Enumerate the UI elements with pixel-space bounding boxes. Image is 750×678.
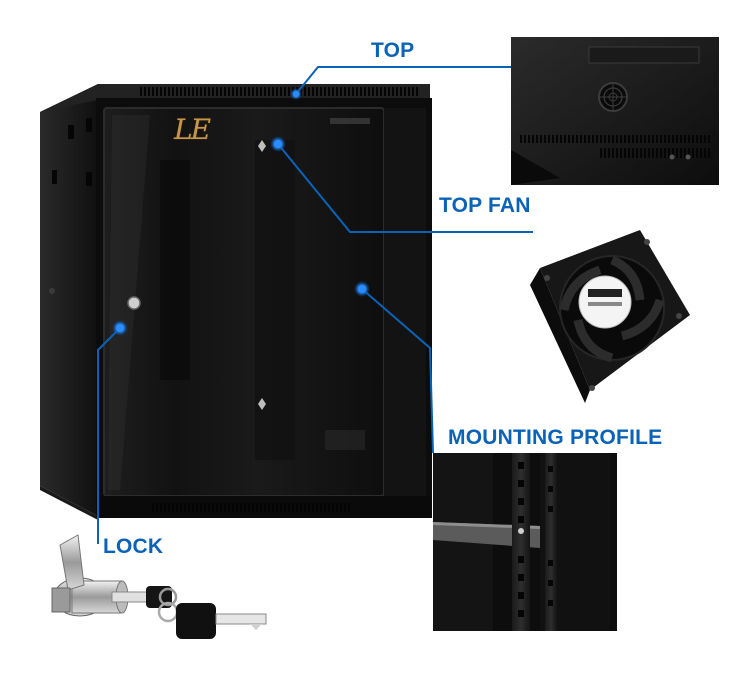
brand-logo: LE	[174, 113, 211, 146]
callout-label-lock: LOCK	[103, 535, 164, 558]
profile-rail	[545, 453, 557, 631]
mounting-profile-photo	[433, 453, 617, 631]
callout-line-mounting-profile	[361, 288, 434, 454]
side-slot	[86, 172, 92, 186]
top-vent-strip	[140, 87, 420, 96]
cabinet-side-panel	[40, 84, 98, 516]
callout-label-mounting-profile: MOUNTING PROFILE	[448, 426, 663, 449]
bottom-vent-strip	[150, 503, 350, 512]
key-head-icon	[176, 603, 216, 639]
profile-rail	[512, 453, 530, 631]
lock-and-keys-photo	[51, 534, 267, 639]
callout-lines	[97, 66, 533, 544]
cooling-fan-photo	[530, 230, 690, 403]
side-knob	[49, 288, 55, 294]
top-panel-photo	[511, 37, 719, 185]
side-slot	[52, 170, 57, 184]
callout-line-top	[295, 66, 511, 95]
callout-line-lock	[97, 327, 121, 544]
callout-line-top-fan	[277, 143, 533, 233]
door-lock-knob	[127, 296, 141, 310]
wall-cabinet	[40, 84, 432, 520]
callout-label-top: TOP	[371, 39, 415, 62]
side-slot	[86, 118, 92, 132]
callout-label-top-fan: TOP FAN	[439, 194, 531, 217]
callout-dots	[112, 88, 370, 336]
side-slot	[68, 125, 74, 139]
